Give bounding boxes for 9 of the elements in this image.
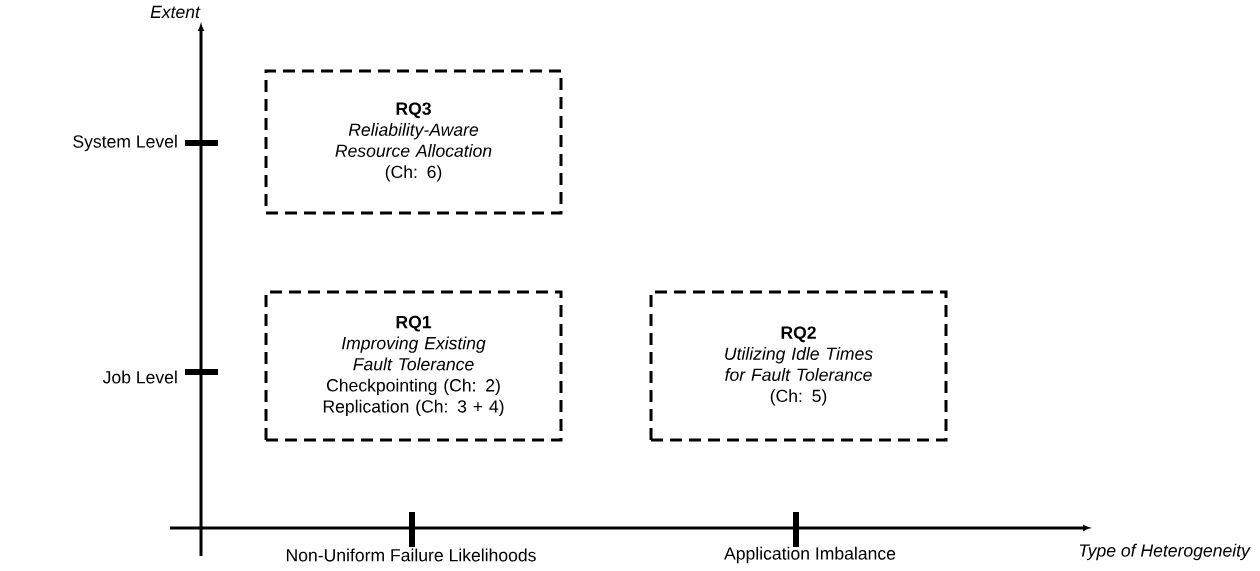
axis-title: Extent <box>150 5 201 19</box>
dashed-box: RQ3 Reliability-Aware Resource Allocation (Ch: 6) <box>264 69 563 215</box>
axis-label: System Level <box>73 134 177 152</box>
dashed-box: RQ1 Improving Existing Fault Tolerance Checkpointing (Ch: 2) Replication (Ch: 3 + 4) <box>264 290 563 442</box>
axis-label: Job Level <box>102 370 177 384</box>
axis-label: Application Imbalance <box>724 546 896 564</box>
axis-title: Type of Heterogeneity <box>1079 543 1251 561</box>
dashed-box: RQ2 Utilizing Idle Times for Fault Tolerance (Ch: 5) <box>649 290 948 442</box>
axis-label: Non-Uniform Failure Likelihoods <box>286 548 536 562</box>
